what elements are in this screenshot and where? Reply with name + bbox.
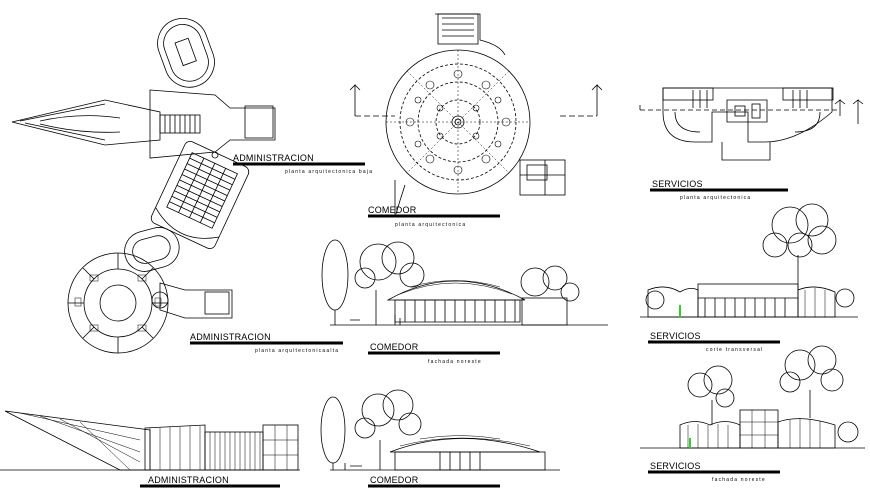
comedor-facade xyxy=(321,239,608,326)
tree-large xyxy=(762,203,837,290)
admin-plan-high-title: ADMINISTRACION xyxy=(190,332,271,342)
comedor-facade-subtitle: fachada noreste xyxy=(428,359,482,365)
comedor-facade-2 xyxy=(320,389,560,471)
admin-plan-low-subtitle: planta arquitectonica baja xyxy=(285,169,374,175)
comedor-plan-subtitle: planta arquitectonica xyxy=(395,222,467,228)
servicios-facade xyxy=(640,345,865,449)
servicios-floor-plan xyxy=(639,87,864,161)
servicios-section xyxy=(640,203,858,318)
servicios-section-subtitle: corte transversal xyxy=(706,347,764,353)
admin-facade xyxy=(0,410,300,471)
servicios-facade-subtitle: fachada noreste xyxy=(712,477,766,483)
servicios-facade-title: SERVICIOS xyxy=(650,461,701,471)
admin-upper-floor-plan xyxy=(67,227,233,354)
tree-right xyxy=(520,265,580,302)
tree-left xyxy=(354,241,425,325)
admin-plan-high-subtitle: planta arquitectonicaalta xyxy=(255,348,340,354)
comedor-plan-title: COMEDOR xyxy=(368,205,417,215)
tree-left-2 xyxy=(354,389,422,470)
comedor-floor-plan xyxy=(349,13,603,215)
admin-facade-title: ADMINISTRACION xyxy=(148,475,229,485)
admin-ground-floor-plan xyxy=(11,18,276,250)
comedor-facade-2-title: COMEDOR xyxy=(370,475,419,485)
servicios-plan-title: SERVICIOS xyxy=(652,179,703,189)
comedor-facade-title: COMEDOR xyxy=(370,342,419,352)
servicios-plan-subtitle: planta arquitectonica xyxy=(680,195,752,201)
admin-plan-low-title: ADMINISTRACION xyxy=(233,153,314,163)
tree-facade-right xyxy=(779,345,844,418)
servicios-section-title: SERVICIOS xyxy=(650,331,701,341)
tree-facade-left xyxy=(687,365,735,425)
